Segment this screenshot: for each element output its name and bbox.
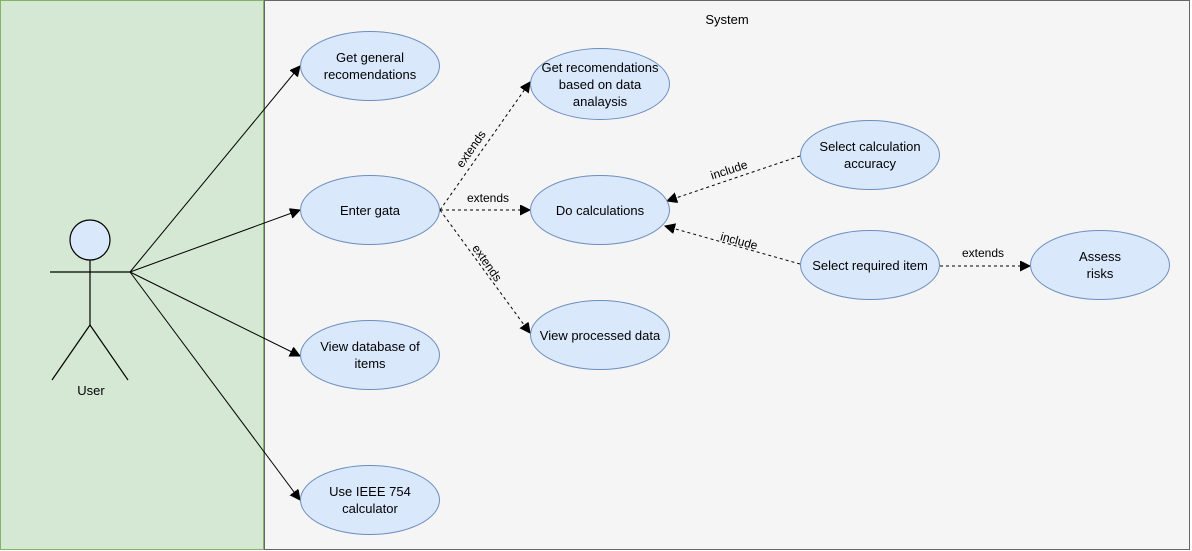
association-view-database — [129, 271, 300, 356]
usecase-view-database[interactable]: View database of items — [300, 320, 440, 390]
system-title: System — [705, 12, 749, 27]
usecase-label: Select required item — [812, 257, 928, 273]
actor-figure[interactable] — [50, 219, 130, 381]
usecase-label: Get recomendations based on data analays… — [541, 59, 659, 109]
usecase-label: View database of items — [320, 339, 420, 371]
usecase-enter-data[interactable]: Enter gata — [300, 175, 440, 245]
usecase-assess-risks[interactable]: Assess risks — [1030, 230, 1170, 300]
usecase-general-recommendations[interactable]: Get general recomendations — [300, 31, 440, 101]
extends-edge-down — [439, 209, 530, 333]
usecase-label: Use IEEE 754 calculator — [329, 484, 411, 516]
extends-label-mid: extends — [467, 191, 510, 205]
usecase-label: Enter gata — [340, 202, 400, 218]
extends-edge-up — [439, 82, 530, 211]
association-enter-data — [129, 210, 300, 273]
association-ieee-calculator — [129, 271, 300, 500]
usecase-view-processed-data[interactable]: View processed data — [530, 300, 670, 370]
usecase-select-accuracy[interactable]: Select calculation accuracy — [800, 120, 940, 190]
include-edge-item — [665, 226, 801, 265]
usecase-label: Assess risks — [1079, 249, 1121, 281]
usecase-select-item[interactable]: Select required item — [800, 230, 940, 300]
usecase-ieee-calculator[interactable]: Use IEEE 754 calculator — [300, 465, 440, 535]
actor-label: User — [77, 383, 105, 398]
usecase-do-calculations[interactable]: Do calculations — [530, 175, 670, 245]
association-general-recommendations — [129, 66, 300, 273]
usecase-label: Get general recomendations — [323, 50, 417, 82]
usecase-label: Do calculations — [555, 202, 645, 218]
usecase-label: View processed data — [539, 327, 661, 343]
usecase-data-recommendations[interactable]: Get recomendations based on data analays… — [530, 48, 670, 120]
usecase-label: Select calculation accuracy — [819, 139, 921, 171]
extends-label-risks: extends — [962, 246, 1005, 260]
